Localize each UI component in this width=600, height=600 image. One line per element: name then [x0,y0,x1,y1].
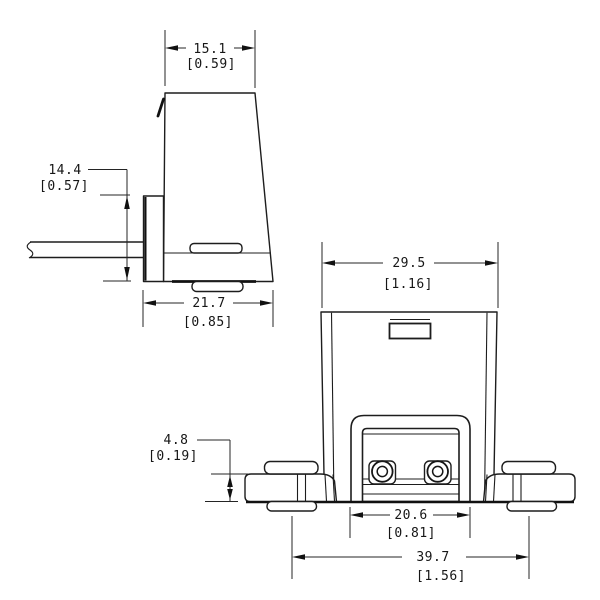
arrowhead-right-icon [457,512,470,518]
dim-value-mm: 20.6 [394,508,427,523]
body-edge-through-wing-right-b [484,474,488,502]
front-right-inner-edge [483,312,488,502]
mounting-wing-right [482,473,576,503]
dim-mount-span: 39.7 [1.56] [291,516,530,584]
dim-value-inch: [0.81] [386,526,436,541]
dim-value-inch: [1.16] [383,277,433,292]
snap-hook [156,97,165,118]
front-view [244,311,576,512]
mounting-wing-left [244,473,338,503]
foot-pad-right [506,500,558,512]
arrowhead-left-icon [165,45,178,51]
dim-side-height: 14.4 [0.57] [39,163,131,282]
side-view [26,92,274,293]
arrowhead-up-icon [227,475,233,487]
wing-cap-left [263,460,319,475]
arrowhead-down-icon [227,489,233,500]
screw-hole-right-inner [431,465,444,478]
arrowhead-left-icon [350,512,363,518]
dim-side-base-width: 21.7 [0.85] [142,290,274,330]
arrowhead-left-icon [322,260,335,266]
dim-recess-width: 20.6 [0.81] [349,507,471,541]
wing-cap-right [501,460,557,475]
arrowhead-left-icon [143,300,156,306]
arrowhead-up-icon [124,196,130,209]
dim-value-mm: 14.4 [48,163,81,178]
dim-value-mm: 39.7 [416,550,449,565]
arrowhead-left-icon [292,554,305,560]
dim-value-inch: [0.85] [183,315,233,330]
dim-side-top-width: 15.1 [0.59] [164,30,256,88]
dim-front-top-width: 29.5 [1.16] [321,242,499,308]
arrowhead-right-icon [260,300,273,306]
body-edge-through-wing-left-b [332,474,336,502]
dim-value-inch: [0.57] [39,179,89,194]
label-window [388,322,432,340]
body-edge-through-wing-right-a [492,474,496,502]
arrowhead-down-icon [124,267,130,280]
strain-relief-block [142,195,165,283]
side-foot-pad [191,280,244,293]
dim-value-mm: 15.1 [193,42,226,57]
arrowhead-right-icon [242,45,255,51]
dim-value-mm: 21.7 [192,296,225,311]
dim-base-height: 4.8 [0.19] [148,433,248,502]
body-edge-through-wing-left-a [324,474,328,502]
arrowhead-right-icon [516,554,529,560]
dim-value-mm: 29.5 [392,256,425,271]
foot-pad-left [266,500,318,512]
front-left-inner-edge [330,312,335,502]
dim-value-inch: [0.19] [148,449,198,464]
cable-break-squiggle [26,241,34,259]
arrowhead-right-icon [485,260,498,266]
dim-value-mm: 4.8 [164,433,189,448]
dim-value-inch: [1.56] [416,569,466,584]
screw-hole-left-inner [376,465,389,478]
side-base-tab [189,242,243,254]
dim-value-inch: [0.59] [186,57,236,72]
